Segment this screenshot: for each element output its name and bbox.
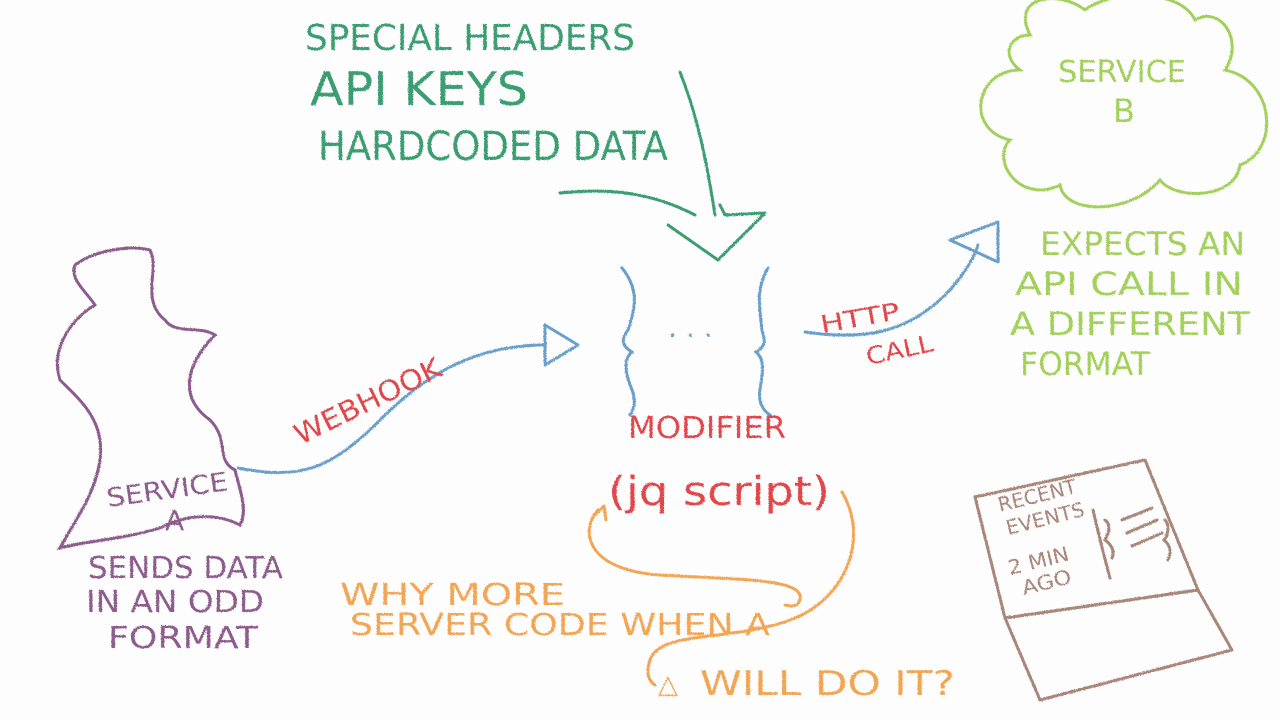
service-a-note: SENDS DATA IN AN ODD FORMAT xyxy=(86,551,283,656)
service-b-note-line2: API CALL IN xyxy=(1015,265,1243,303)
modifier-subtitle: (jq script) xyxy=(608,469,830,515)
service-a-blob: SERVICE A xyxy=(55,246,245,551)
question-line3: WILL DO IT? xyxy=(700,664,955,704)
call-label: CALL xyxy=(863,329,936,371)
service-a-letter: A xyxy=(165,504,184,537)
modifier-label: MODIFIER (jq script) xyxy=(608,411,830,515)
service-a-note-line1: SENDS DATA xyxy=(88,551,283,586)
inputs-hardcoded-data: HARDCODED DATA xyxy=(318,124,669,170)
question-line1: WHY MORE xyxy=(340,578,565,613)
http-call-arrow xyxy=(803,220,1000,337)
http-label: HTTP xyxy=(818,297,902,338)
question-loop xyxy=(587,490,856,687)
service-b-note-line1: EXPECTS AN xyxy=(1040,225,1245,263)
service-a-note-line3: FORMAT xyxy=(108,621,259,656)
service-b-cloud: SERVICE B xyxy=(979,0,1269,209)
service-b-name: SERVICE xyxy=(1058,55,1186,90)
inputs-api-keys: API KEYS xyxy=(310,62,528,116)
service-b-note-line3: A DIFFERENT xyxy=(1010,305,1251,343)
webhook-label: WEBHOOK xyxy=(289,351,448,451)
question-line2: SERVER CODE WHEN A xyxy=(350,608,771,643)
modifier-title: MODIFIER xyxy=(628,411,786,446)
modifier-braces xyxy=(620,266,772,417)
service-b-note: EXPECTS AN API CALL IN A DIFFERENT FORMA… xyxy=(1010,225,1251,383)
webhook-arrow xyxy=(236,323,580,475)
triangle-icon: △ xyxy=(658,670,678,700)
inputs-group: SPECIAL HEADERS API KEYS HARDCODED DATA xyxy=(305,18,669,170)
laptop-icon: RECENT EVENTS 2 MIN AGO xyxy=(973,458,1234,702)
modifier-ellipsis: · · · xyxy=(668,319,713,352)
service-b-note-line4: FORMAT xyxy=(1020,345,1150,383)
service-b-letter: B xyxy=(1113,92,1135,130)
inputs-arrow xyxy=(558,70,767,262)
inputs-special-headers: SPECIAL HEADERS xyxy=(305,18,635,59)
service-a-note-line2: IN AN ODD xyxy=(86,585,264,620)
question-text: WHY MORE SERVER CODE WHEN A △ WILL DO IT… xyxy=(340,578,955,704)
